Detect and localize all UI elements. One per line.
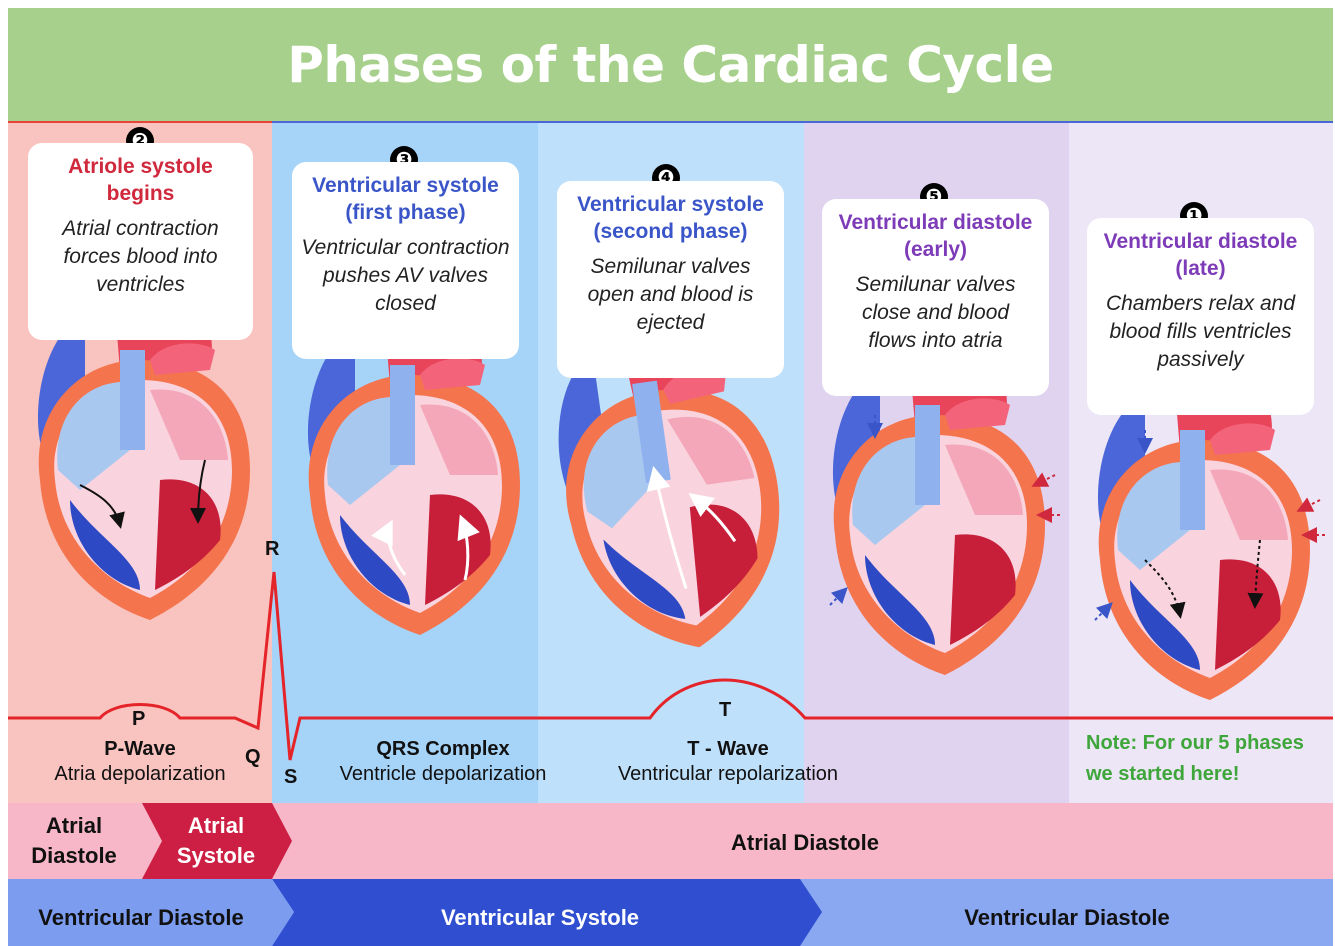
p-wave-name: P-Wave [40, 737, 240, 762]
ecg-label-q: Q [245, 746, 261, 769]
phase-heading: Atriole systole begins [36, 153, 245, 207]
phase-description: Semilunar valves open and blood is eject… [565, 253, 776, 337]
start-note: Note: For our 5 phases we started here! [1086, 728, 1331, 790]
p-wave-caption: P-Wave Atria depolarization [40, 737, 240, 787]
phase-description: Atrial contraction forces blood into ven… [36, 215, 245, 299]
phase-card-ventricular-systole-2: Ventricular systole (second phase) Semil… [557, 181, 784, 378]
qrs-name: QRS Complex [318, 737, 568, 762]
t-wave-caption: T - Wave Ventricular repolarization [598, 737, 858, 787]
ecg-label-t: T [719, 699, 731, 722]
phase-card-ventricular-diastole-late: Ventricular diastole (late) Chambers rel… [1087, 218, 1314, 415]
phase-heading: Ventricular systole (first phase) [300, 172, 511, 226]
phase-heading: Ventricular diastole (late) [1095, 228, 1306, 282]
phase-description: Ventricular contraction pushes AV valves… [300, 234, 511, 318]
ventricular-diastole-label-2: Ventricular Diastole [822, 903, 1312, 933]
phase-heading: Ventricular systole (second phase) [565, 191, 776, 245]
phase-card-ventricular-systole-1: Ventricular systole (first phase) Ventri… [292, 162, 519, 359]
atrial-diastole-label-1: Atrial Diastole [18, 811, 130, 871]
phase-heading: Ventricular diastole (early) [830, 209, 1041, 263]
atrial-diastole-label-2: Atrial Diastole [300, 828, 1310, 858]
atrial-systole-label: Atrial Systole [160, 811, 272, 871]
t-wave-meaning: Ventricular repolarization [618, 763, 838, 785]
p-wave-meaning: Atria depolarization [54, 763, 225, 785]
phase-description: Chambers relax and blood fills ventricle… [1095, 290, 1306, 374]
phase-description: Semilunar valves close and blood flows i… [830, 271, 1041, 355]
ecg-label-s: S [284, 766, 297, 789]
ecg-label-r: R [265, 538, 279, 561]
ecg-label-p: P [132, 708, 145, 731]
ventricular-systole-label: Ventricular Systole [290, 903, 790, 933]
ventricular-diastole-label-1: Ventricular Diastole [10, 903, 272, 933]
t-wave-name: T - Wave [598, 737, 858, 762]
phase-card-ventricular-diastole-early: Ventricular diastole (early) Semilunar v… [822, 199, 1049, 396]
qrs-caption: QRS Complex Ventricle depolarization [318, 737, 568, 787]
phase-card-atrial-systole: Atriole systole begins Atrial contractio… [28, 143, 253, 340]
qrs-meaning: Ventricle depolarization [340, 763, 547, 785]
